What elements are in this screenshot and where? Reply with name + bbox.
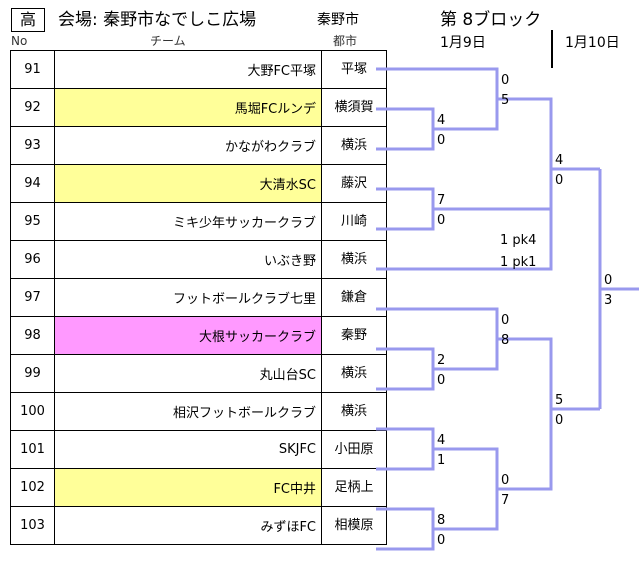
team-city: 横浜	[321, 240, 387, 279]
score: 8	[501, 333, 510, 348]
team-name: 馬堀FCルンデ	[54, 88, 322, 127]
team-number: 99	[10, 354, 55, 393]
score: 4	[437, 113, 446, 128]
team-name: FC中井	[54, 468, 322, 507]
team-number: 94	[10, 164, 55, 203]
team-number: 101	[10, 430, 55, 469]
score: 0	[437, 213, 446, 228]
date-day2: 1月10日	[565, 35, 620, 51]
venue-city: 秦野市	[317, 12, 359, 28]
venue-label: 会場: 秦野市なでしこ広場	[58, 10, 257, 30]
team-number: 97	[10, 278, 55, 317]
team-name: ミキ少年サッカークラブ	[54, 202, 322, 241]
team-city: 小田原	[321, 430, 387, 469]
score: 5	[555, 393, 564, 408]
team-number: 91	[10, 50, 55, 89]
score: 0	[501, 73, 510, 88]
score: 3	[604, 293, 613, 308]
score: 5	[501, 93, 510, 108]
column-header-no: No	[11, 34, 28, 48]
column-header-city: 都市	[333, 34, 358, 48]
score: 1 pk4	[500, 233, 537, 248]
score: 0	[437, 373, 446, 388]
team-number: 103	[10, 506, 55, 545]
score: 0	[501, 313, 510, 328]
team-name: 相沢フットボールクラブ	[54, 392, 322, 431]
team-number: 98	[10, 316, 55, 355]
score: 0	[555, 173, 564, 188]
score: 0	[501, 473, 510, 488]
score: 0	[437, 133, 446, 148]
team-name: フットボールクラブ七里	[54, 278, 322, 317]
team-city: 鎌倉	[321, 278, 387, 317]
team-city: 藤沢	[321, 164, 387, 203]
team-city: 横須賀	[321, 88, 387, 127]
score: 0	[555, 413, 564, 428]
column-header-team: チーム	[150, 34, 186, 48]
team-number: 92	[10, 88, 55, 127]
score: 4	[437, 433, 446, 448]
team-city: 相模原	[321, 506, 387, 545]
score: 8	[437, 513, 446, 528]
team-name: 大根サッカークラブ	[54, 316, 322, 355]
team-name: かながわクラブ	[54, 126, 322, 165]
score: 1 pk1	[500, 255, 537, 270]
score: 2	[437, 353, 446, 368]
score: 7	[501, 493, 510, 508]
score: 0	[437, 533, 446, 548]
score: 7	[437, 193, 446, 208]
team-number: 96	[10, 240, 55, 279]
score: 1	[437, 453, 446, 468]
date-day1: 1月9日	[440, 35, 486, 51]
bracket-lines	[376, 67, 639, 551]
team-city: 秦野	[321, 316, 387, 355]
category-badge: 高	[11, 8, 45, 32]
team-city: 横浜	[321, 392, 387, 431]
team-name: SKJFC	[54, 430, 322, 469]
team-number: 100	[10, 392, 55, 431]
score: 4	[555, 153, 564, 168]
team-name: みずほFC	[54, 506, 322, 545]
team-number: 102	[10, 468, 55, 507]
score: 0	[604, 273, 613, 288]
team-name: 大清水SC	[54, 164, 322, 203]
team-city: 足柄上	[321, 468, 387, 507]
block-title: 第 8ブロック	[440, 10, 542, 30]
team-city: 川崎	[321, 202, 387, 241]
